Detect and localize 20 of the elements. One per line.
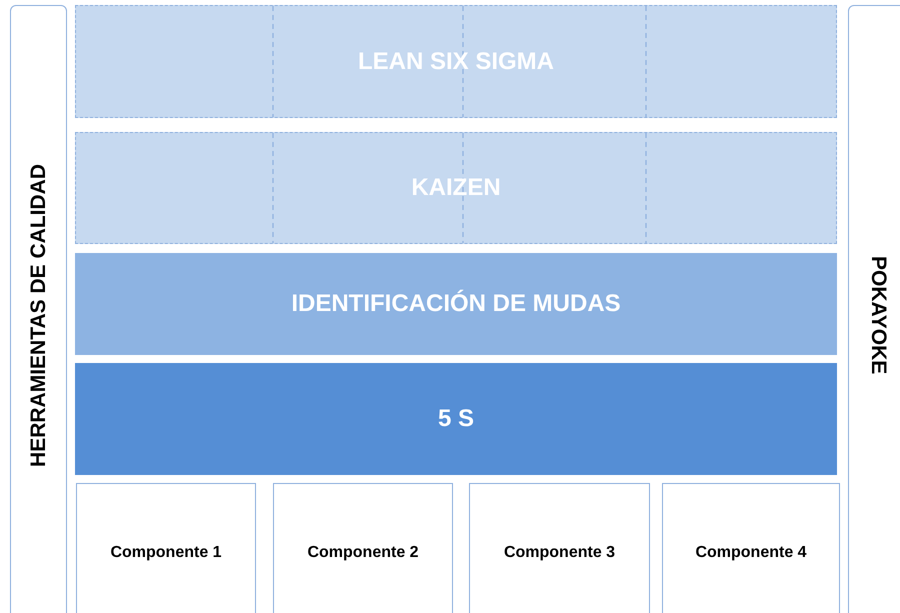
component-label: Componente 1 bbox=[110, 544, 222, 562]
layer-label: LEAN SIX SIGMA bbox=[358, 48, 554, 76]
component-label: Componente 2 bbox=[307, 544, 419, 562]
component-box bbox=[469, 483, 650, 613]
component-box bbox=[662, 483, 840, 613]
layer-band bbox=[75, 5, 837, 118]
layer-label: 5 S bbox=[438, 405, 474, 433]
component-label: Componente 4 bbox=[695, 544, 807, 562]
layer-band bbox=[75, 253, 837, 355]
side-band bbox=[848, 5, 900, 613]
component-label: Componente 3 bbox=[504, 544, 616, 562]
side-label: POKAYOKE bbox=[866, 256, 890, 374]
layer-label: KAIZEN bbox=[411, 174, 501, 202]
side-band bbox=[10, 5, 67, 613]
component-box bbox=[273, 483, 453, 613]
layer-band bbox=[75, 363, 837, 475]
side-label: HERRAMIENTAS DE CALIDAD bbox=[26, 164, 50, 466]
layer-band bbox=[75, 132, 837, 244]
layer-label: IDENTIFICACIÓN DE MUDAS bbox=[291, 290, 621, 318]
component-box bbox=[76, 483, 256, 613]
